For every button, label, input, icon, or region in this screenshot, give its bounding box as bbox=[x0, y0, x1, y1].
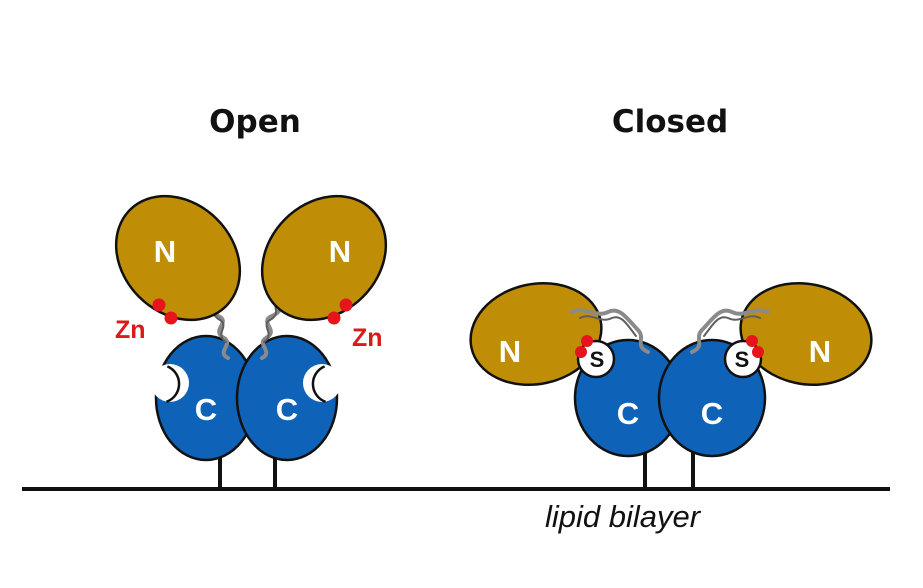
zinc-atom bbox=[581, 335, 593, 347]
linker-helix-left-shadow bbox=[579, 315, 637, 337]
zinc-atom bbox=[152, 298, 166, 312]
closed-n-domain-right: N bbox=[739, 281, 873, 387]
substrate-label: S bbox=[735, 347, 750, 372]
substrate-label: S bbox=[590, 347, 605, 372]
linker-helix-left bbox=[570, 308, 650, 354]
open-c-domain-right: C bbox=[235, 334, 339, 462]
zinc-atom bbox=[339, 298, 353, 312]
open-title: Open bbox=[209, 104, 301, 140]
zn-label-left: Zn bbox=[115, 316, 146, 344]
n-domain-shape bbox=[114, 194, 242, 322]
closed-title: Closed bbox=[612, 104, 728, 140]
open-zinc-site-left: Zn bbox=[115, 298, 178, 344]
substrate-pocket bbox=[723, 339, 763, 379]
closed-state: C C N N S S bbox=[469, 281, 873, 458]
zinc-atom bbox=[746, 335, 758, 347]
zn-label-right: Zn bbox=[352, 324, 383, 352]
c-domain-label: C bbox=[701, 396, 723, 431]
open-n-domain-right: N bbox=[260, 194, 388, 322]
n-domain-shape bbox=[739, 281, 873, 387]
membrane-anchors bbox=[218, 452, 695, 490]
substrate-pocket bbox=[576, 339, 616, 379]
open-n-domain-left: N bbox=[114, 194, 242, 322]
zinc-atom bbox=[575, 346, 587, 358]
binding-pocket-outline bbox=[311, 365, 326, 403]
c-domain-shape bbox=[235, 334, 339, 462]
binding-pocket-outline bbox=[166, 365, 181, 403]
zinc-atom bbox=[164, 311, 178, 325]
n-domain-label: N bbox=[499, 334, 521, 369]
c-domain-label: C bbox=[195, 392, 217, 427]
zinc-atom bbox=[327, 311, 341, 325]
n-domain-label: N bbox=[329, 234, 351, 269]
zinc-atom bbox=[752, 346, 764, 358]
c-domain-label: C bbox=[617, 396, 639, 431]
closed-n-domain-left: N bbox=[469, 281, 603, 387]
linker-helix-right bbox=[690, 308, 770, 354]
closed-substrate-left: S bbox=[575, 335, 616, 379]
lipid-bilayer-label: lipid bilayer bbox=[545, 499, 702, 534]
linker-helix-right-shadow bbox=[703, 315, 761, 337]
open-c-domain-left: C bbox=[154, 334, 258, 462]
n-domain-shape bbox=[260, 194, 388, 322]
n-domain-shape bbox=[469, 281, 603, 387]
open-state: C C N N Zn bbox=[114, 194, 388, 462]
c-domain-label: C bbox=[276, 392, 298, 427]
closed-substrate-right: S bbox=[723, 335, 764, 379]
open-zinc-site-right: Zn bbox=[327, 298, 383, 352]
n-domain-label: N bbox=[154, 234, 176, 269]
closed-linkers bbox=[570, 308, 770, 354]
n-domain-label: N bbox=[809, 334, 831, 369]
